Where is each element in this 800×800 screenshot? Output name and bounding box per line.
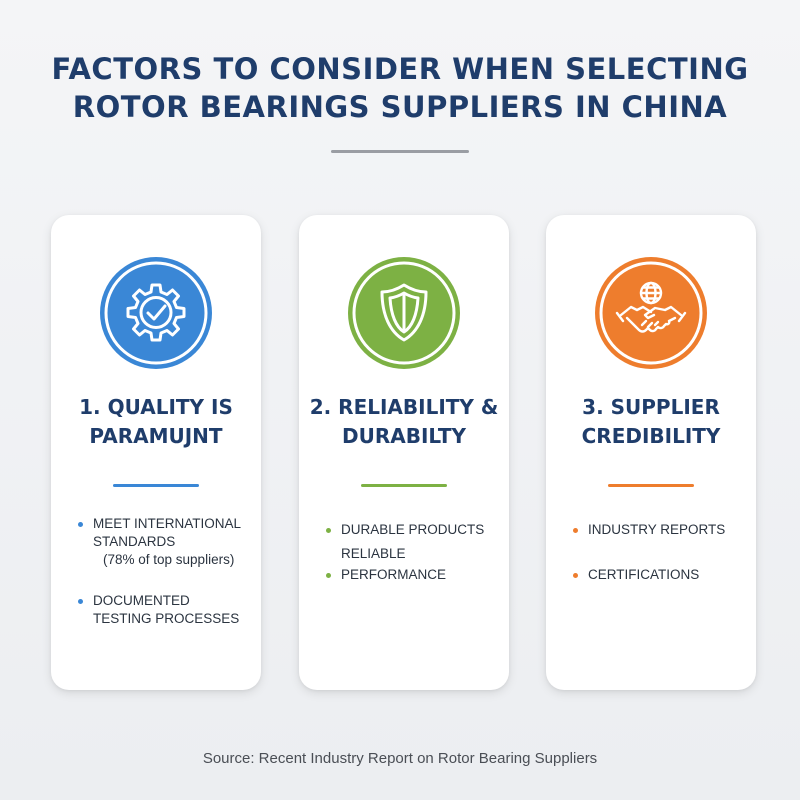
title-line-1: FACTORS TO CONSIDER WHEN SELECTING [51, 52, 749, 86]
bullet-icon [78, 522, 83, 527]
bullet-icon [326, 573, 331, 578]
list-item-line: RELIABLE [341, 546, 406, 561]
card-credibility: 3. SUPPLIER CREDIBILITY INDUSTRY REPORTS… [546, 215, 756, 690]
list-item: DOCUMENTED TESTING PROCESSES [78, 592, 240, 628]
card-title-quality: 1. QUALITY IS PARAMUJNT [51, 393, 261, 451]
bullet-icon [326, 528, 331, 533]
list-item-line: PERFORMANCE [341, 567, 447, 582]
bullet-icon [573, 528, 578, 533]
list-item: PERFORMANCE [326, 566, 447, 584]
card-title-reliability: 2. RELIABILITY & DURABILTY [299, 393, 509, 451]
card-divider [361, 484, 447, 487]
list-item: MEET INTERNATIONAL STANDARDS (78% of top… [78, 515, 242, 569]
card-title-line-1: 3. SUPPLIER [582, 395, 720, 419]
title-divider [331, 150, 469, 153]
card-title-line-2: PARAMUJNT [89, 424, 223, 448]
card-title-credibility: 3. SUPPLIER CREDIBILITY [546, 393, 756, 451]
card-title-line-2: DURABILTY [342, 424, 466, 448]
list-item: CERTIFICATIONS [573, 566, 700, 584]
shield-icon [348, 257, 460, 369]
card-divider [113, 484, 199, 487]
card-quality: 1. QUALITY IS PARAMUJNT MEET INTERNATION… [51, 215, 261, 690]
list-item-line: INDUSTRY REPORTS [588, 522, 726, 537]
page-title: FACTORS TO CONSIDER WHEN SELECTING ROTOR… [0, 50, 800, 126]
globe-handshake-icon [595, 257, 707, 369]
title-line-2: ROTOR BEARINGS SUPPLIERS IN CHINA [72, 90, 728, 124]
list-item-line: DOCUMENTED [93, 593, 190, 608]
card-title-line-1: 2. RELIABILITY & [309, 395, 499, 419]
list-item-line: (78% of top suppliers) [103, 552, 235, 567]
card-reliability: 2. RELIABILITY & DURABILTY DURABLE PRODU… [299, 215, 509, 690]
bullet-icon [78, 599, 83, 604]
list-item: INDUSTRY REPORTS [573, 521, 726, 539]
source-note: Source: Recent Industry Report on Rotor … [202, 750, 598, 767]
list-item-line: MEET INTERNATIONAL [93, 516, 242, 531]
list-item-line: TESTING PROCESSES [93, 611, 240, 626]
card-title-line-2: CREDIBILITY [581, 424, 721, 448]
bullet-icon [573, 573, 578, 578]
gear-check-icon [100, 257, 212, 369]
list-item: DURABLE PRODUCTS RELIABLE [326, 521, 485, 563]
list-item-line: STANDARDS [93, 534, 176, 549]
list-item-line: CERTIFICATIONS [588, 567, 700, 582]
list-item-line: DURABLE PRODUCTS [341, 522, 485, 537]
card-title-line-1: 1. QUALITY IS [79, 395, 233, 419]
card-divider [608, 484, 694, 487]
